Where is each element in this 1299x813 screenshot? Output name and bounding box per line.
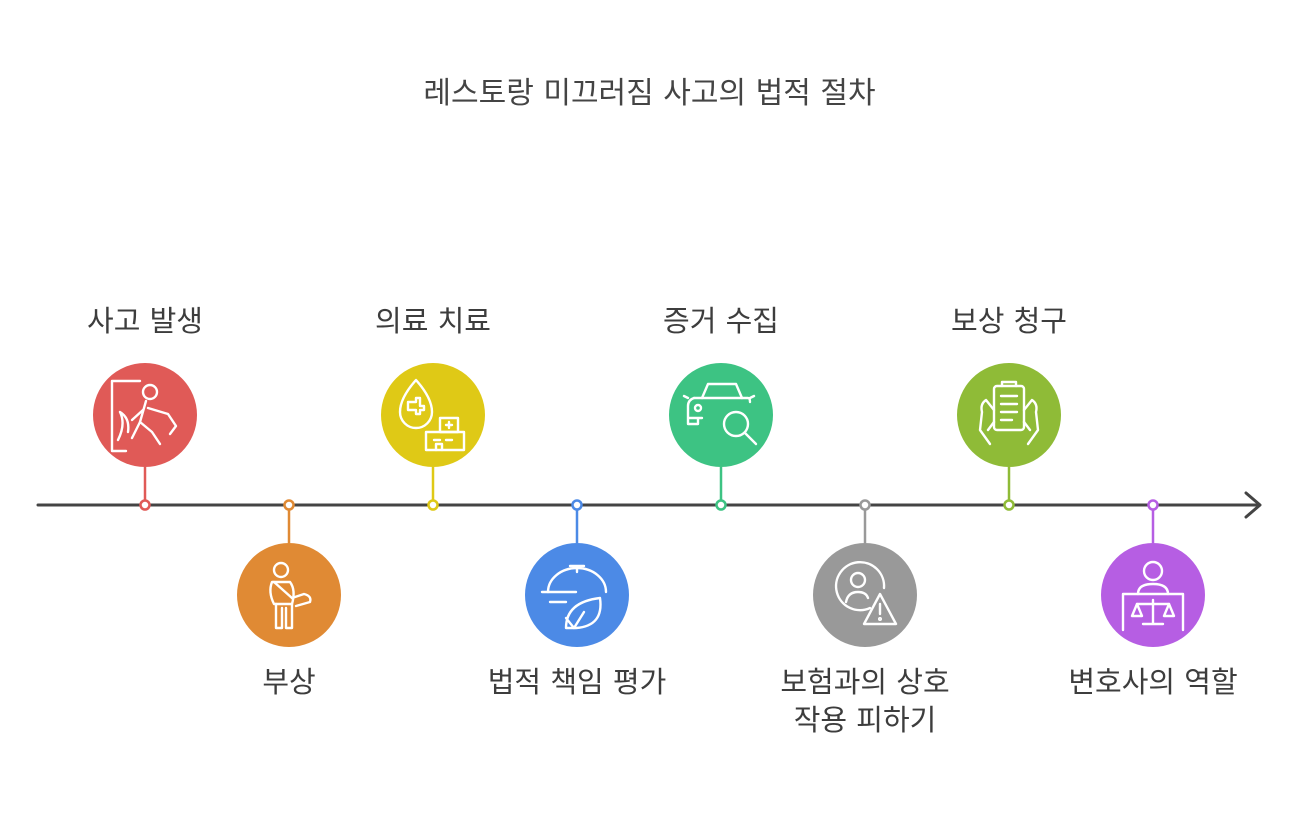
slip-fall-icon [110,379,178,453]
timeline-arrowhead [1244,491,1262,519]
step-6-label-line-1: 보험과의 상호 [780,665,950,699]
diagram-title: 레스토랑 미끄러짐 사고의 법적 절차 [423,76,876,111]
step-6-node [813,499,917,647]
step-2-label: 부상 [262,665,316,699]
step-8-node [1101,499,1205,647]
injured-person-icon [269,561,312,630]
step-6-label-line-2: 작용 피하기 [793,703,937,737]
step-4-node [525,499,629,647]
car-search-icon [682,382,758,446]
step-3-label: 의료 치료 [375,304,491,338]
person-warning-icon [834,560,898,626]
step-6-label: 보험과의 상호 작용 피하기 [745,663,985,739]
step-4-label: 법적 책임 평가 [487,665,667,699]
cloche-leaf-icon [540,564,608,630]
clipboard-hands-icon [978,380,1040,446]
step-3-node [381,363,485,511]
step-1-label: 사고 발생 [87,304,203,338]
medical-hospital-icon [398,378,466,452]
step-8-label: 변호사의 역할 [1068,665,1238,699]
step-7-node [957,363,1061,511]
step-1-node [93,363,197,511]
step-7-label: 보상 청구 [951,304,1067,338]
step-2-node [237,499,341,647]
step-5-label: 증거 수집 [663,304,779,338]
step-5-node [669,363,773,511]
lawyer-scales-icon [1121,560,1185,632]
